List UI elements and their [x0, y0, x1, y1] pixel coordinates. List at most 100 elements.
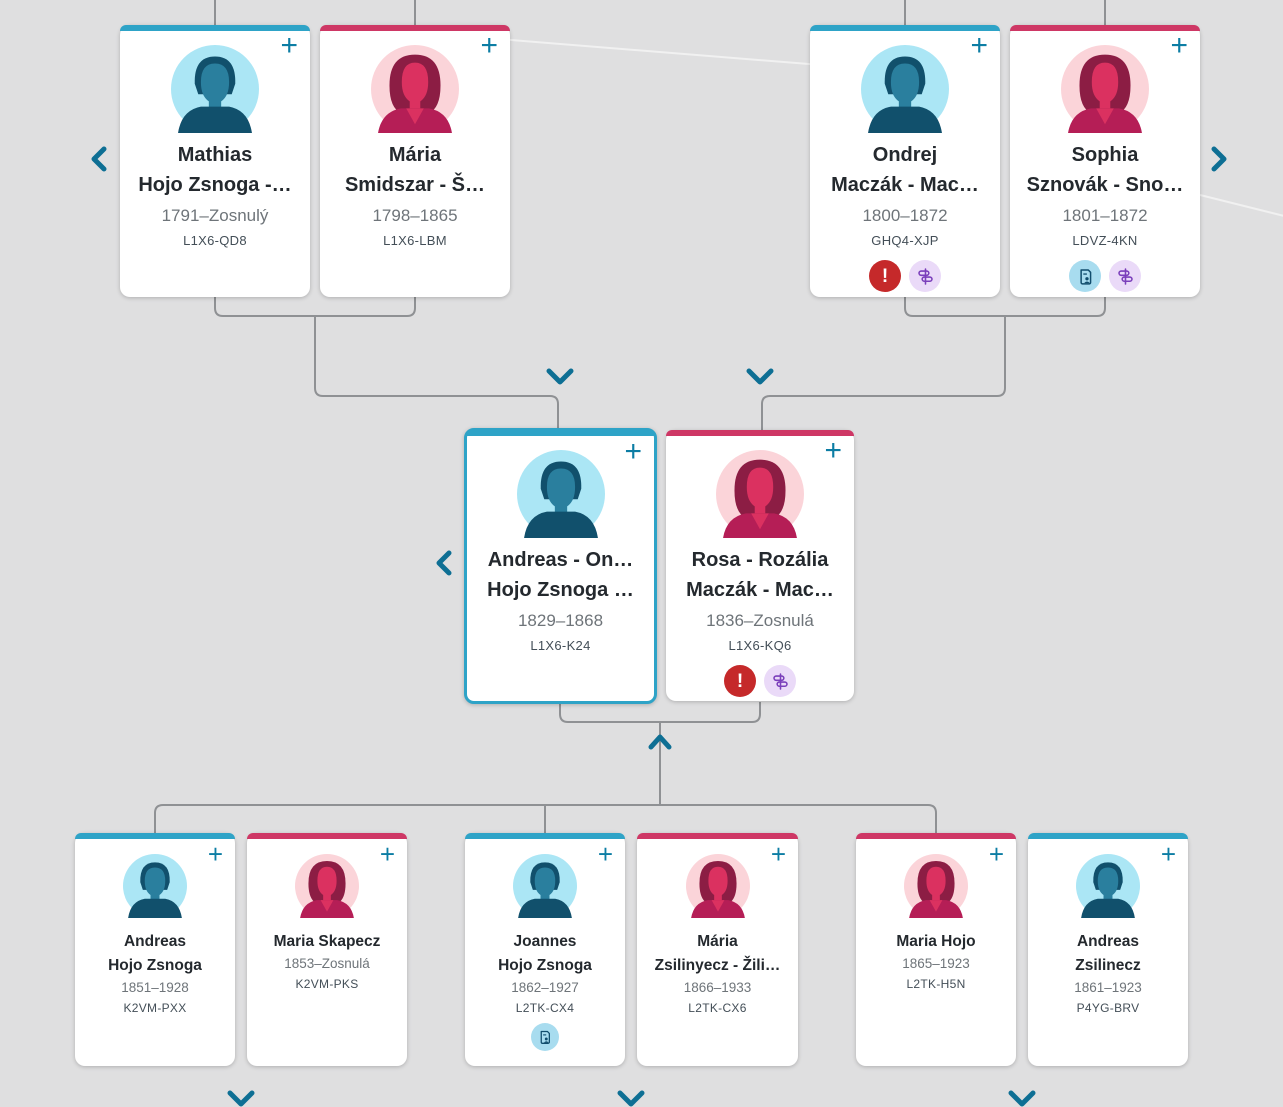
research-help-icon[interactable]: [1109, 260, 1141, 292]
person-id: L2TK-CX4: [515, 1001, 575, 1015]
lifespan: 1801–1872: [1062, 206, 1148, 225]
person-card[interactable]: + Mathias Hojo Zsnoga -… 1791–Zosnulý L1…: [120, 25, 310, 297]
person-card[interactable]: + Andreas Hojo Zsnoga 1851–1928 K2VM-PXX: [75, 833, 235, 1066]
lifespan: 1853–Zosnulá: [284, 956, 370, 971]
person-name: Rosa - Rozália Maczák - Mac…: [686, 545, 834, 605]
person-card-selected[interactable]: + Andreas - On… Hojo Zsnoga … 1829–1868 …: [464, 428, 657, 704]
add-person-button[interactable]: +: [970, 29, 988, 62]
collapse-parents-right-arrow[interactable]: [746, 368, 774, 385]
person-name: Andreas Hojo Zsnoga: [108, 930, 202, 978]
person-card[interactable]: + Sophia Sznovák - Sno… 1801–1872 LDVZ-4…: [1010, 25, 1200, 297]
person-name: Ondrej Maczák - Mac…: [831, 140, 979, 200]
male-avatar-icon: [171, 45, 259, 133]
sex-accent-bar: [465, 833, 625, 839]
record-hint-icon[interactable]: [1069, 260, 1101, 292]
add-person-button[interactable]: +: [480, 29, 498, 62]
sex-accent-bar: [467, 431, 654, 436]
add-person-button[interactable]: +: [280, 29, 298, 62]
research-help-icon[interactable]: [909, 260, 941, 292]
add-person-button[interactable]: +: [597, 839, 613, 869]
expand-descendants-arrow-2[interactable]: [617, 1090, 645, 1107]
add-person-button[interactable]: +: [207, 839, 223, 869]
badge-row: !: [869, 260, 941, 292]
name-line: Rosa - Rozália: [691, 549, 829, 571]
connector-child-stem: [761, 316, 1006, 430]
male-avatar-icon: [516, 450, 605, 538]
person-card[interactable]: + Andreas Zsilinecz 1861–1923 P4YG-BRV: [1028, 833, 1188, 1066]
expand-descendants-arrow-3[interactable]: [1008, 1090, 1036, 1107]
person-name: Mathias Hojo Zsnoga -…: [138, 140, 291, 200]
name-line: Hojo Zsnoga …: [487, 579, 634, 601]
lifespan: 1866–1933: [683, 980, 752, 995]
nav-left-middle-arrow[interactable]: [436, 550, 452, 576]
lifespan: 1829–1868: [517, 611, 604, 630]
person-card[interactable]: + Joannes Hojo Zsnoga 1862–1927 L2TK-CX4: [465, 833, 625, 1066]
person-card[interactable]: + Rosa - Rozália Maczák - Mac… 1836–Zosn…: [666, 430, 854, 701]
nav-right-arrow[interactable]: [1211, 146, 1227, 172]
name-line: Andreas: [123, 933, 186, 950]
lifespan: 1791–Zosnulý: [161, 206, 269, 225]
connector-child-stem: [314, 316, 559, 430]
lifespan: 1862–1927: [511, 980, 579, 995]
person-card[interactable]: + Mária Zsilinyecz - Žili… 1866–1933 L2T…: [637, 833, 798, 1066]
person-card[interactable]: + Maria Skapecz 1853–Zosnulá K2VM-PKS: [247, 833, 407, 1066]
data-problem-icon[interactable]: !: [724, 665, 756, 697]
add-person-button[interactable]: +: [379, 839, 395, 869]
sex-accent-bar: [856, 833, 1016, 839]
collapse-parents-left-arrow[interactable]: [546, 368, 574, 385]
person-card[interactable]: + Mária Smidszar - Š… 1798–1865 L1X6-LBM: [320, 25, 510, 297]
person-name: Sophia Sznovák - Sno…: [1027, 140, 1184, 200]
add-person-button[interactable]: +: [988, 839, 1004, 869]
name-line: Maria Hojo: [896, 933, 976, 950]
person-id: K2VM-PKS: [295, 977, 359, 991]
collapse-children-arrow[interactable]: [648, 734, 672, 750]
name-line: Sophia: [1071, 144, 1139, 166]
female-avatar-icon: [1061, 45, 1149, 133]
expand-descendants-arrow-1[interactable]: [227, 1090, 255, 1107]
person-id: L2TK-CX6: [688, 1001, 747, 1015]
person-id: L1X6-LBM: [383, 233, 447, 248]
name-line: Mathias: [177, 144, 253, 166]
sex-accent-bar: [247, 833, 407, 839]
name-line: Joannes: [513, 933, 577, 950]
add-person-button[interactable]: +: [1160, 839, 1176, 869]
female-avatar-icon: [371, 45, 459, 133]
add-person-button[interactable]: +: [624, 435, 642, 468]
person-id: LDVZ-4KN: [1072, 233, 1138, 248]
add-person-button[interactable]: +: [1170, 29, 1188, 62]
record-hint-icon[interactable]: [531, 1023, 559, 1051]
add-person-button[interactable]: +: [770, 839, 786, 869]
person-name: Andreas - On… Hojo Zsnoga …: [487, 545, 634, 605]
lifespan: 1836–Zosnulá: [706, 611, 814, 630]
male-avatar-icon: [861, 45, 949, 133]
research-help-icon[interactable]: [764, 665, 796, 697]
female-avatar-icon: [295, 854, 359, 918]
sex-accent-bar: [1028, 833, 1188, 839]
female-avatar-icon: [716, 450, 804, 538]
name-line: Andreas: [1076, 933, 1140, 950]
name-line: Maczák - Mac…: [831, 174, 979, 196]
name-line: Hojo Zsnoga -…: [138, 174, 292, 196]
person-id: L1X6-QD8: [183, 233, 247, 248]
name-line: Zsilinyecz - Žili…: [654, 957, 781, 974]
exclamation-glyph: !: [881, 265, 889, 287]
nav-left-arrow[interactable]: [91, 146, 107, 172]
male-avatar-icon: [123, 854, 187, 918]
female-avatar-icon: [904, 854, 968, 918]
person-name: Maria Hojo: [896, 930, 975, 954]
person-id: L1X6-K24: [530, 638, 591, 653]
name-line: Mária: [388, 144, 442, 166]
name-line: Ondrej: [872, 144, 938, 166]
person-card[interactable]: + Maria Hojo 1865–1923 L2TK-H5N: [856, 833, 1016, 1066]
add-person-button[interactable]: +: [824, 434, 842, 467]
data-problem-icon[interactable]: !: [869, 260, 901, 292]
person-name: Joannes Hojo Zsnoga: [498, 930, 592, 978]
name-line: Hojo Zsnoga: [498, 957, 592, 974]
sex-accent-bar: [320, 25, 510, 31]
male-avatar-icon: [1076, 854, 1140, 918]
person-card[interactable]: + Ondrej Maczák - Mac… 1800–1872 GHQ4-XJ…: [810, 25, 1000, 297]
person-id: L1X6-KQ6: [728, 638, 792, 653]
sex-accent-bar: [1010, 25, 1200, 31]
